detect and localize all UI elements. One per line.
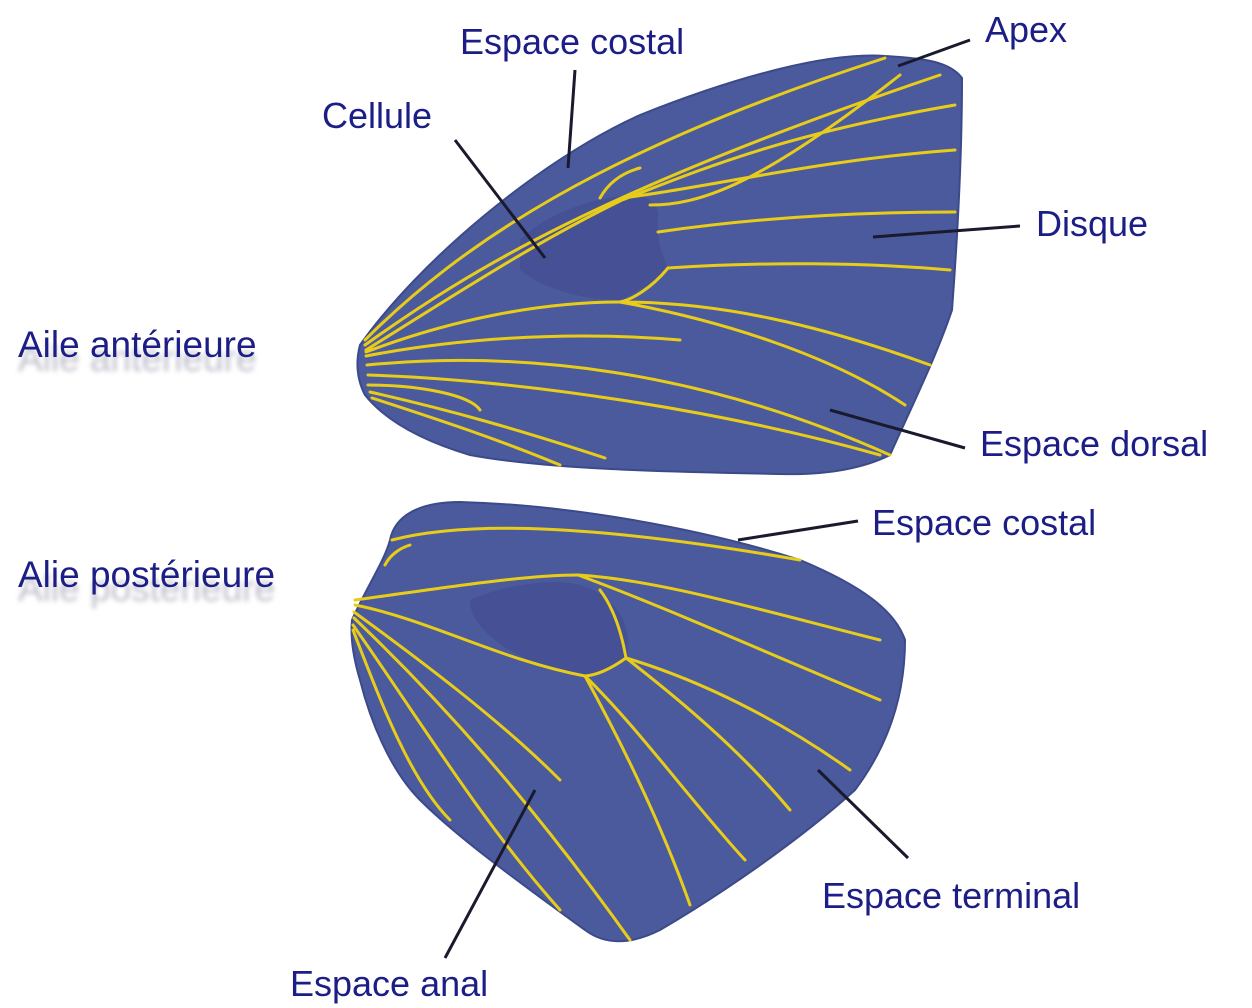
label-disque: Disque [1036, 206, 1148, 242]
label-espace-anal: Espace anal [290, 966, 488, 1002]
label-espace-terminal: Espace terminal [822, 878, 1080, 914]
leader-espace-costal-bottom [738, 521, 858, 540]
label-apex: Apex [985, 12, 1067, 48]
label-aile-anterieure: Aile antérieure [18, 326, 257, 363]
label-espace-costal-bottom: Espace costal [872, 505, 1096, 541]
leader-espace-terminal [818, 770, 908, 858]
forewing [357, 56, 962, 475]
label-espace-costal-top: Espace costal [460, 24, 684, 60]
label-espace-dorsal: Espace dorsal [980, 426, 1208, 462]
label-cellule: Cellule [322, 98, 432, 134]
label-alie-posterieure: Alie postérieure [18, 556, 275, 593]
